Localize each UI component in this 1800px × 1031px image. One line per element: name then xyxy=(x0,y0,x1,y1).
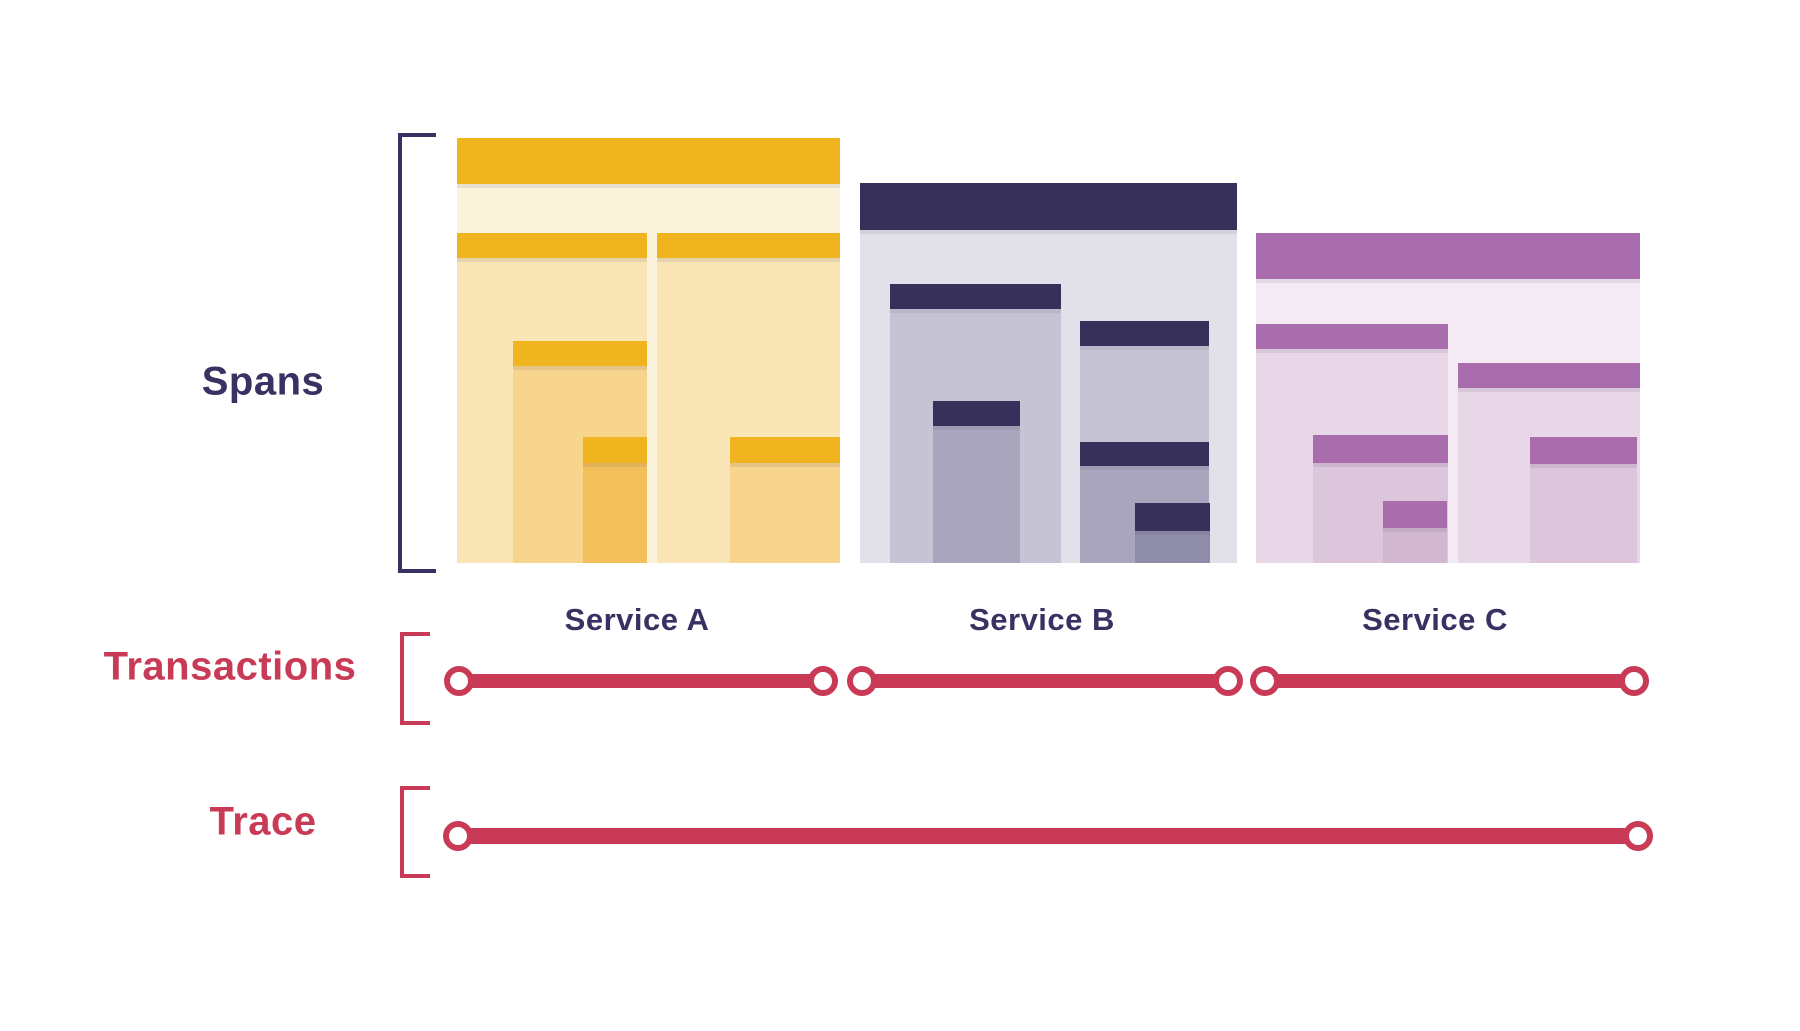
span-bar xyxy=(1080,442,1209,466)
service-label: Service A xyxy=(564,602,710,637)
spans-label: Spans xyxy=(201,359,325,404)
transaction-line xyxy=(862,674,1228,688)
span-fill xyxy=(583,463,647,563)
span-bar xyxy=(1313,435,1448,463)
span-bar xyxy=(730,437,840,463)
transaction-line xyxy=(1265,674,1634,688)
span-bar xyxy=(1256,233,1640,279)
spans-bracket xyxy=(398,133,436,573)
span-bar xyxy=(1530,437,1637,464)
trace-bracket xyxy=(400,786,430,878)
trace-endpoint xyxy=(1623,821,1653,851)
transaction-endpoint xyxy=(1250,666,1280,696)
span-bar xyxy=(457,138,840,184)
span-bar xyxy=(583,437,647,463)
transactions-bracket xyxy=(400,632,430,725)
span-bar xyxy=(513,341,647,366)
span-bar xyxy=(657,233,840,258)
span-bar xyxy=(860,183,1237,230)
transaction-endpoint xyxy=(1619,666,1649,696)
span-bar xyxy=(1383,501,1447,528)
span-bar xyxy=(933,401,1020,426)
transaction-endpoint xyxy=(444,666,474,696)
span-bar xyxy=(1256,324,1448,349)
transaction-endpoint xyxy=(847,666,877,696)
span-fill xyxy=(1135,531,1210,563)
service-label: Service B xyxy=(969,602,1115,637)
span-bar xyxy=(457,233,647,258)
service-label: Service C xyxy=(1362,602,1508,637)
span-bar xyxy=(1458,363,1640,388)
transaction-line xyxy=(459,674,823,688)
span-fill xyxy=(933,426,1020,563)
trace-label: Trace xyxy=(209,799,317,844)
span-bar xyxy=(1080,321,1209,346)
span-fill xyxy=(1530,464,1637,563)
transaction-endpoint xyxy=(808,666,838,696)
trace-line xyxy=(458,828,1638,844)
span-bar xyxy=(1135,503,1210,531)
span-fill xyxy=(1383,528,1447,563)
span-fill xyxy=(730,463,840,563)
transaction-endpoint xyxy=(1213,666,1243,696)
transactions-label: Transactions xyxy=(103,644,357,689)
trace-endpoint xyxy=(443,821,473,851)
span-bar xyxy=(890,284,1061,309)
